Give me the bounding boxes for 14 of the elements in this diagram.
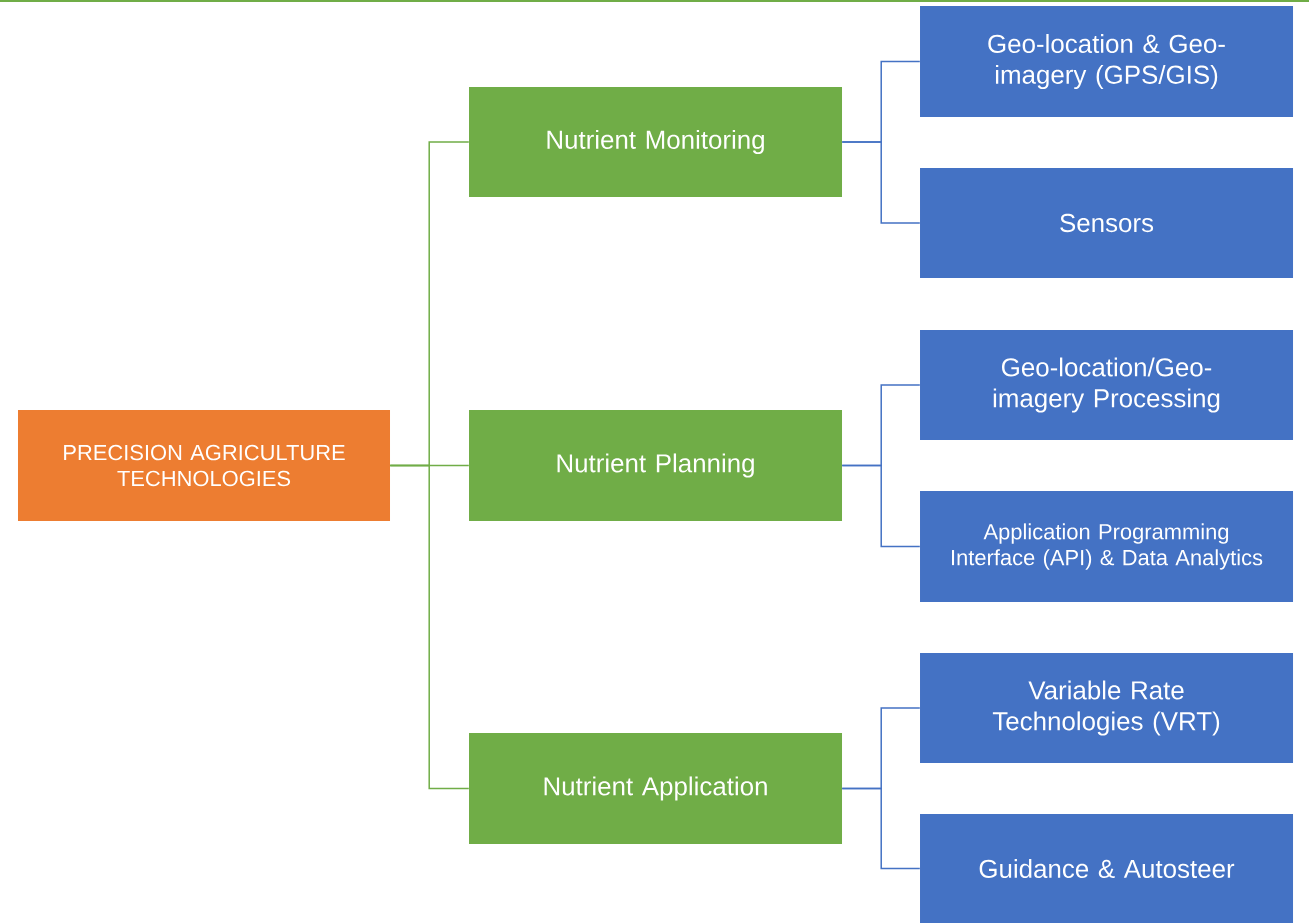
connector: [389, 464, 470, 790]
category-box: Nutrient Application: [469, 733, 842, 844]
root-box: PRECISION AGRICULTURE TECHNOLOGIES: [18, 410, 390, 521]
technology-box: Geo-location/Geo-imagery Processing: [920, 330, 1293, 440]
category-box: Nutrient Planning: [469, 410, 842, 521]
connector: [841, 787, 921, 870]
technology-box: Variable Rate Technologies (VRT): [920, 653, 1293, 763]
connector: [841, 464, 921, 548]
technology-box: Application Programming Interface (API) & Data Analytics: [920, 491, 1293, 602]
category-box: Nutrient Monitoring: [469, 87, 842, 197]
connector: [841, 141, 921, 224]
technology-box: Guidance & Autosteer: [920, 814, 1293, 923]
technology-box: Geo-location & Geo-imagery (GPS/GIS): [920, 6, 1293, 117]
technology-box: Sensors: [920, 168, 1293, 278]
